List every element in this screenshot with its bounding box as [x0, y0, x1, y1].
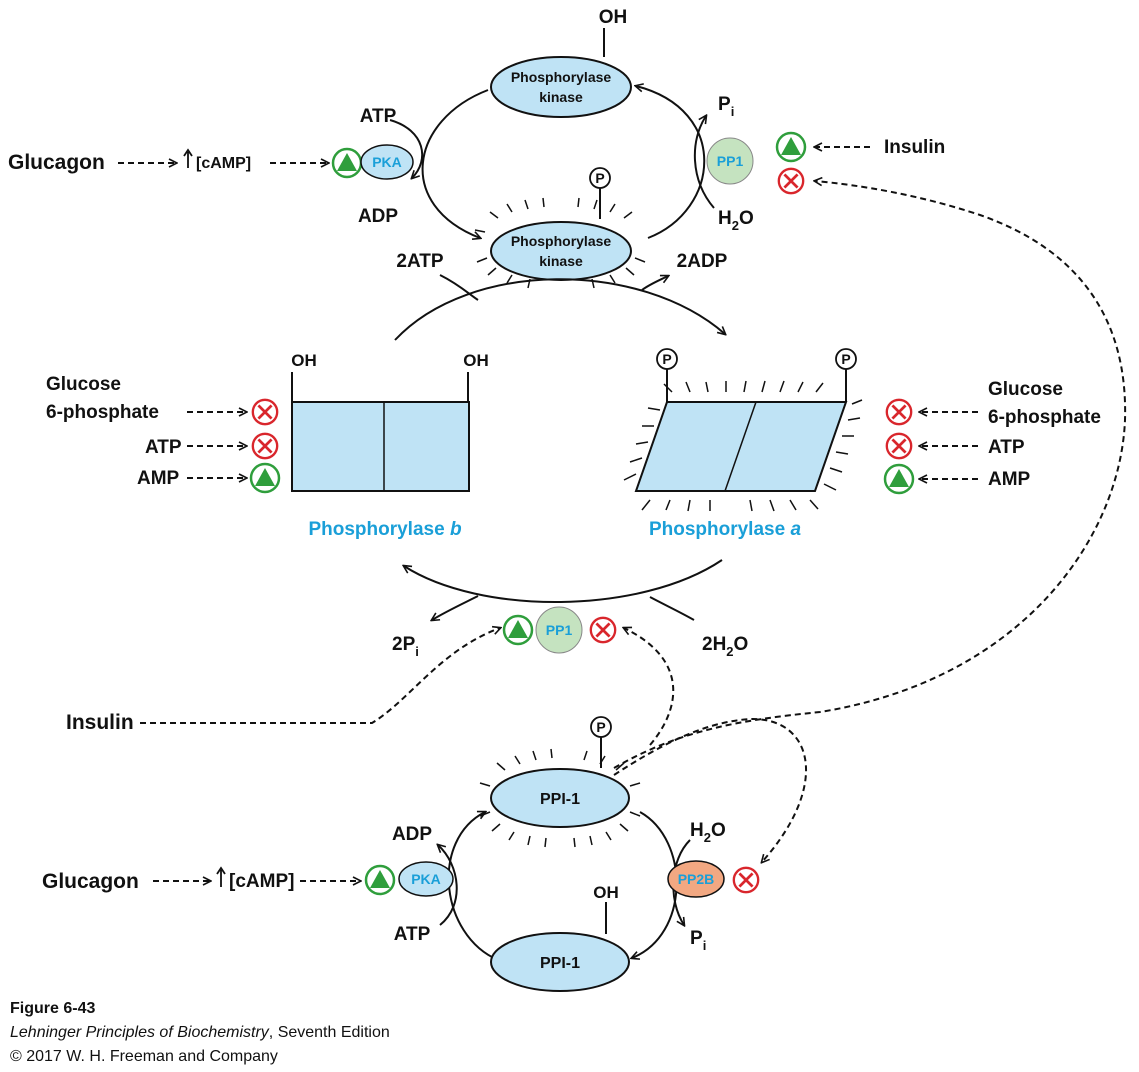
ppi1-active-label: PPI-1 [540, 791, 580, 808]
atp-label-top: ATP [360, 106, 397, 127]
kinase-active-label-2: kinase [539, 253, 583, 269]
pp1-mid-inhibitor-icon [589, 616, 617, 644]
copyright: © 2017 W. H. Freeman and Company [10, 1048, 278, 1065]
h2o-label-bottom: H2O [690, 820, 726, 845]
atp-inhibitor-right-icon [885, 432, 913, 460]
g6p-label-left: 6-phosphate [46, 402, 159, 423]
phosphorylase-kinase-active [490, 221, 632, 281]
kinase-inactive-label-2: kinase [539, 89, 583, 105]
pp1-inhibitor-icon [777, 167, 805, 195]
amp-label-left: AMP [137, 468, 180, 489]
phosphorylase-b-oh-left: OH [291, 351, 317, 370]
book-edition: , Seventh Edition [268, 1024, 390, 1041]
phosphorylase-kinase-inactive [490, 56, 632, 118]
amp-label-right: AMP [988, 469, 1031, 490]
h2o-label-top: H2O [718, 208, 754, 233]
kinase-inactive-label: Phosphorylase [511, 69, 612, 85]
two-pi-label: 2Pi [392, 634, 419, 659]
phosphate-a-left-label: P [662, 351, 671, 367]
insulin-label-mid: Insulin [66, 711, 134, 734]
phosphate-a-right-label: P [841, 351, 850, 367]
glucose-label-right: Glucose [988, 379, 1063, 400]
two-adp-label: 2ADP [677, 251, 728, 272]
pp2b-inhibitor-icon [732, 866, 760, 894]
pka-bottom [398, 861, 454, 897]
pp1-activator-icon [775, 131, 807, 163]
two-atp-label: 2ATP [396, 251, 443, 272]
pi-label-top: Pi [718, 94, 734, 119]
ppi1-active [490, 768, 630, 828]
phosphorylase-b-label: Phosphorylase b [308, 519, 462, 540]
phosphorylase-b [291, 401, 470, 492]
pka-bottom-activator-icon [364, 864, 396, 896]
ppi1-phosphate-label: P [596, 719, 605, 735]
pp1-mid-activator-icon [502, 614, 534, 646]
pka-top [360, 144, 414, 180]
pka-top-label: PKA [372, 154, 402, 170]
pp1-middle-label: PP1 [546, 622, 573, 638]
book-title: Lehninger Principles of Biochemistry [10, 1024, 269, 1041]
glucagon-label-bottom: Glucagon [42, 870, 139, 893]
regulatory-dashed-paths [140, 181, 1127, 862]
pka-activator-icon [331, 147, 363, 179]
phosphate-label: P [595, 170, 604, 186]
amp-activator-right-icon [883, 463, 915, 495]
atp-label-left: ATP [145, 437, 182, 458]
amp-activator-left-icon [249, 462, 281, 494]
g6p-label-right: 6-phosphate [988, 407, 1101, 428]
pp1-middle [535, 606, 583, 654]
glucose-label-left: Glucose [46, 374, 121, 395]
pp1-top-label: PP1 [717, 153, 744, 169]
camp-label-bottom: [cAMP] [229, 871, 294, 892]
two-h2o-label: 2H2O [702, 634, 748, 659]
insulin-label-top: Insulin [884, 137, 945, 158]
adp-label-top: ADP [358, 206, 398, 227]
phosphorylase-a-rays [623, 380, 863, 512]
pp1-top [706, 137, 754, 185]
ppi1-inactive [490, 932, 630, 992]
figure-number: Figure 6-43 [10, 1000, 96, 1017]
ppi1-cycle: P PPI-1 ADP ATP H2O Pi PKA Glucagon [cAM… [42, 716, 760, 992]
atp-label-right: ATP [988, 437, 1025, 458]
phosphorylase-b-oh-right: OH [463, 351, 489, 370]
atp-inhibitor-left-icon [251, 432, 279, 460]
phosphate-a-right-icon [835, 348, 857, 370]
kinase-oh-label: OH [599, 7, 628, 28]
adp-label-bottom: ADP [392, 824, 432, 845]
book-citation: Lehninger Principles of Biochemistry, Se… [10, 1024, 390, 1042]
kinase-active-label: Phosphorylase [511, 233, 612, 249]
pi-label-bottom: Pi [690, 928, 706, 953]
kinase-active-rays [474, 197, 646, 289]
pp2b-label: PP2B [678, 871, 715, 887]
ppi1-phosphate-icon [590, 716, 612, 738]
phosphorylase-conversion: 2ATP 2ADP OH OH Phosphorylase b Glucose … [46, 251, 1101, 659]
camp-label-top: [cAMP] [196, 155, 251, 172]
glucagon-label-top: Glucagon [8, 151, 105, 174]
atp-label-bottom: ATP [394, 924, 431, 945]
ppi1-oh-label: OH [593, 883, 619, 902]
phosphate-icon [589, 167, 611, 189]
g6p-inhibitor-right-icon [885, 398, 913, 426]
phosphorylase-regulation-diagram: OH Phosphorylase kinase ATP ADP Pi H2O P… [8, 7, 1127, 992]
pka-bottom-label: PKA [411, 871, 441, 887]
kinase-cycle: OH Phosphorylase kinase ATP ADP Pi H2O P… [8, 7, 945, 289]
g6p-inhibitor-left-icon [251, 398, 279, 426]
pp2b [667, 860, 725, 898]
phosphate-a-left-icon [656, 348, 678, 370]
phosphorylase-a-label: Phosphorylase a [649, 519, 802, 540]
ppi1-inactive-label: PPI-1 [540, 955, 580, 972]
